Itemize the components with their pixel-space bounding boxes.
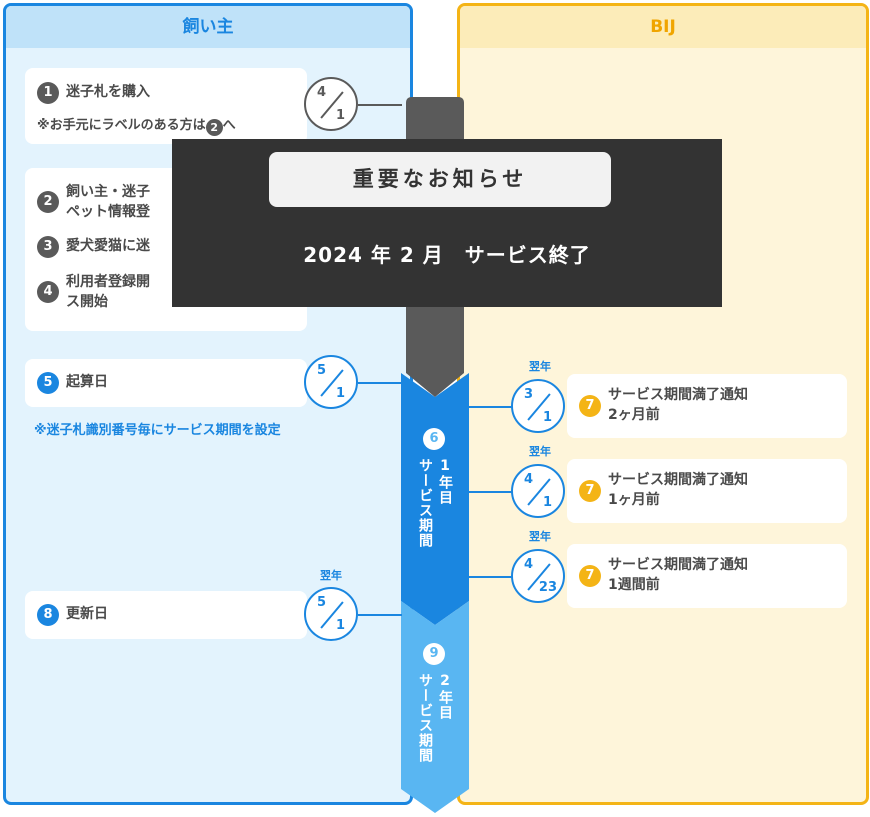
notification-card-3: 7 サービス期間満了通知 1週間前	[567, 544, 847, 608]
notification-row-1: 7 サービス期間満了通知 2ヶ月前	[579, 385, 748, 425]
period2-title: サービス期間	[417, 673, 433, 763]
date-r2-year-label: 翌年	[529, 445, 551, 458]
notification-row-3: 7 サービス期間満了通知 1週間前	[579, 555, 748, 595]
step1-number: 1	[37, 82, 59, 104]
notice-message: 2024 年 2 月 サービス終了	[303, 243, 591, 267]
bij-panel-title: BIJ	[460, 6, 866, 48]
notification-2-number: 7	[579, 480, 601, 502]
date-circle-d1: 4 1	[304, 77, 358, 131]
connector-d8	[358, 614, 402, 616]
notification-3-timing: 1週間前	[608, 577, 660, 593]
step3-label: 愛犬愛猫に迷	[66, 238, 150, 254]
date-r1-day: 1	[542, 410, 552, 425]
step8-number: 8	[37, 604, 59, 626]
step5-card: 5 起算日	[25, 359, 307, 407]
notification-1-title: サービス期間満了通知	[608, 387, 748, 403]
notification-1-timing: 2ヶ月前	[608, 407, 660, 423]
date-d1-day: 1	[335, 108, 345, 123]
step2-label-line1: 飼い主・迷子	[66, 184, 150, 200]
notification-3-number: 7	[579, 565, 601, 587]
date-d8-month: 5	[317, 595, 327, 610]
period2-label: 2年目 サービス期間	[413, 673, 457, 803]
date-d8-year-label: 翌年	[320, 569, 342, 582]
date-d5-day: 1	[335, 386, 345, 401]
connector-d5	[358, 382, 402, 384]
date-d1-month: 4	[317, 85, 327, 100]
period1-years: 1年目	[437, 458, 453, 505]
step1-note-ref: 2	[205, 119, 223, 136]
step5-row: 5 起算日	[37, 372, 108, 394]
date-r3-year-label: 翌年	[529, 530, 551, 543]
period1-title: サービス期間	[417, 458, 433, 548]
period2-number: 9	[423, 643, 445, 665]
period1-number: 6	[423, 428, 445, 450]
step8-row: 8 更新日	[37, 604, 108, 626]
date-r1-year-label: 翌年	[529, 360, 551, 373]
period1-label: 1年目 サービス期間	[413, 458, 457, 588]
timeline-year1-segment	[401, 373, 469, 625]
date-circle-r2: 4 1	[511, 464, 565, 518]
date-circle-d5: 5 1	[304, 355, 358, 409]
step3-number: 3	[37, 236, 59, 258]
step1-row: 1 迷子札を購入	[37, 82, 150, 104]
notification-3-title: サービス期間満了通知	[608, 557, 748, 573]
owner-panel-title: 飼い主	[6, 6, 410, 48]
date-circle-r3: 4 23	[511, 549, 565, 603]
period2-years: 2年目	[437, 673, 453, 720]
step4-row: 4 利用者登録開 ス開始	[37, 272, 150, 312]
date-r1-month: 3	[524, 387, 534, 402]
step3-row: 3 愛犬愛猫に迷	[37, 236, 150, 258]
step4-number: 4	[37, 281, 59, 303]
date-d8-day: 1	[335, 618, 345, 633]
step2-number: 2	[37, 191, 59, 213]
notification-2-title: サービス期間満了通知	[608, 472, 748, 488]
step1-label: 迷子札を購入	[66, 84, 150, 100]
step8-label: 更新日	[66, 606, 108, 622]
date-r2-month: 4	[524, 472, 534, 487]
step4-label-line1: 利用者登録開	[66, 274, 150, 290]
step5-label: 起算日	[66, 374, 108, 390]
date-circle-d8: 5 1	[304, 587, 358, 641]
date-r3-day: 23	[538, 580, 557, 595]
date-r2-day: 1	[542, 495, 552, 510]
date-r3-month: 4	[524, 557, 534, 572]
step5-number: 5	[37, 372, 59, 394]
notification-1-number: 7	[579, 395, 601, 417]
connector-r1	[469, 406, 513, 408]
connector-r2	[469, 491, 513, 493]
timeline-year2-segment	[401, 601, 469, 813]
step5-note: ※迷子札識別番号毎にサービス期間を設定	[34, 423, 281, 438]
connector-r3	[469, 576, 513, 578]
date-d5-month: 5	[317, 363, 327, 378]
step2-label-line2: ペット情報登	[66, 204, 150, 220]
step2-row: 2 飼い主・迷子 ペット情報登	[37, 182, 150, 222]
notice-title: 重要なお知らせ	[269, 152, 611, 207]
step4-label-line2: ス開始	[66, 294, 108, 310]
service-end-notice: 重要なお知らせ 2024 年 2 月 サービス終了	[172, 139, 722, 307]
notification-card-2: 7 サービス期間満了通知 1ヶ月前	[567, 459, 847, 523]
date-circle-r1: 3 1	[511, 379, 565, 433]
notification-2-timing: 1ヶ月前	[608, 492, 660, 508]
connector-d1	[358, 104, 402, 106]
notification-card-1: 7 サービス期間満了通知 2ヶ月前	[567, 374, 847, 438]
notification-row-2: 7 サービス期間満了通知 1ヶ月前	[579, 470, 748, 510]
step8-card: 8 更新日	[25, 591, 307, 639]
